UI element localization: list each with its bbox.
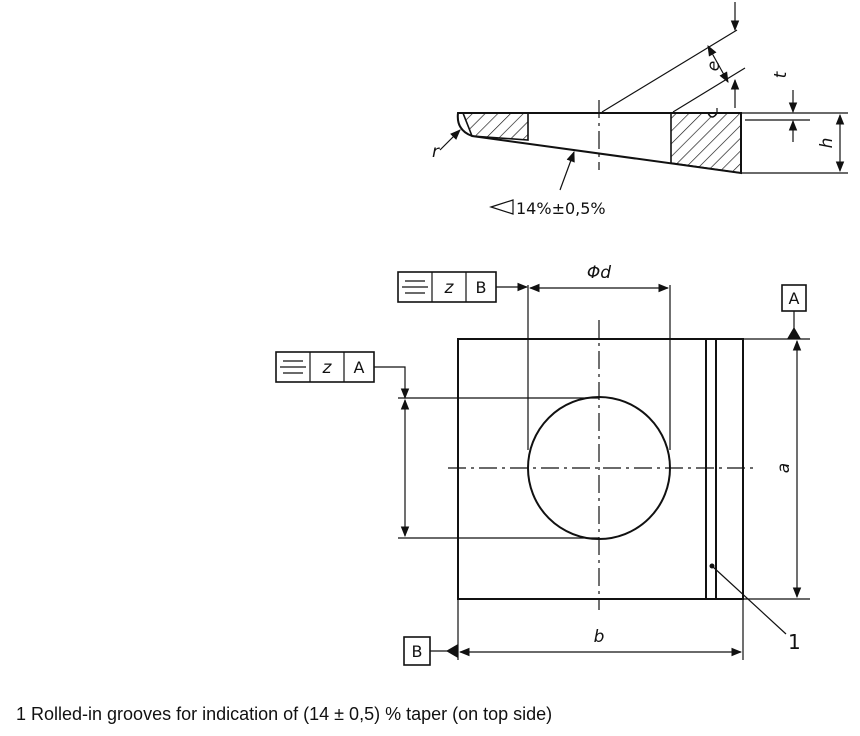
datum-a: A	[743, 284, 810, 340]
tolerance-frame-b: z B	[397, 271, 529, 303]
svg-text:z: z	[444, 278, 455, 298]
svg-text:z: z	[322, 358, 333, 378]
svg-text:A: A	[354, 358, 365, 377]
dim-h-label: h	[817, 138, 837, 149]
washer-outline	[457, 338, 744, 600]
dim-t-label: t	[771, 70, 791, 78]
section-view: e t h r 14%±0,5%	[432, 2, 848, 218]
svg-text:B: B	[412, 642, 423, 661]
plan-view: Φd z B z A	[275, 263, 810, 666]
dim-a-label: a	[774, 463, 794, 473]
footnote: 1 Rolled-in grooves for indication of (1…	[16, 704, 553, 724]
tolerance-frame-a: z A	[275, 351, 410, 400]
svg-text:A: A	[789, 289, 800, 308]
taper-symbol	[489, 199, 514, 215]
dim-b-label: b	[594, 627, 605, 647]
dim-r-label: r	[432, 142, 440, 162]
datum-b: B	[403, 636, 458, 666]
callout-1: 1	[788, 630, 801, 654]
symmetry-icon	[402, 280, 428, 294]
dim-d-label: Φd	[587, 263, 611, 283]
dim-e-label: e	[704, 61, 724, 71]
svg-text:B: B	[476, 278, 487, 297]
section-outline	[456, 112, 742, 175]
technical-drawing: e t h r 14%±0,5% Φd	[275, 2, 848, 666]
symmetry-icon	[280, 360, 306, 374]
taper-label: 14%±0,5%	[516, 199, 606, 218]
